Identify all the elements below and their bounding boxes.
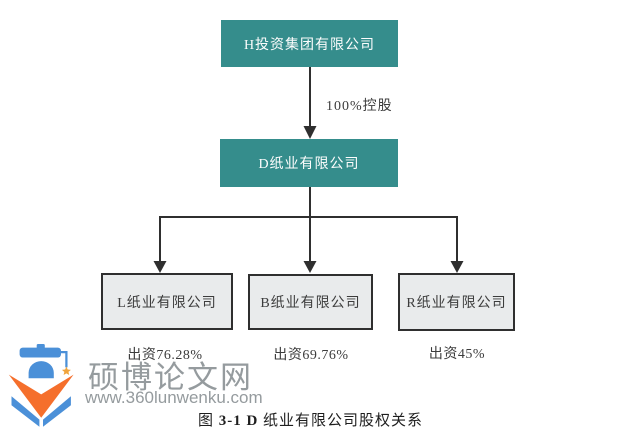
node-child-r-label: R纸业有限公司 <box>406 296 507 311</box>
site-watermark: 硕博论文网 www.360lunwenku.com <box>0 340 340 436</box>
book-pages-right-shape <box>43 396 71 427</box>
node-child-company-b: B纸业有限公司 <box>248 274 373 330</box>
stake-label-r: 出资45% <box>428 347 486 362</box>
stake-label-b: 出资69.76% <box>273 348 349 363</box>
node-child-b-label: B纸业有限公司 <box>260 296 361 311</box>
stake-label-l: 出资76.28% <box>127 348 203 363</box>
figure-caption: 图 3-1 D 纸业有限公司股权关系 <box>0 409 621 430</box>
watermark-site-name: 硕博论文网 <box>88 360 253 395</box>
node-child-l-label: L纸业有限公司 <box>117 295 217 311</box>
caption-figure-number: 3-1 D <box>218 413 259 429</box>
open-book-wings-shape <box>8 374 74 418</box>
scholar-head-shape <box>28 361 54 379</box>
edge-ownership-label: 100%控股 <box>326 99 393 114</box>
tassel-cord-shape <box>59 350 68 368</box>
arrowhead-down-icon <box>303 261 317 273</box>
caption-title: 纸业有限公司股权关系 <box>258 413 424 429</box>
edge-subsidiary-to-children <box>153 187 464 273</box>
caption-prefix: 图 <box>197 413 219 429</box>
edge-root-to-subsidiary <box>303 67 317 139</box>
arrowhead-down-icon <box>450 261 464 273</box>
node-root-label: H投资集团有限公司 <box>243 37 376 53</box>
tassel-star-icon <box>61 366 71 376</box>
book-pages-left-shape <box>11 396 40 427</box>
node-child-company-r: R纸业有限公司 <box>398 273 515 331</box>
node-subsidiary-company: D纸业有限公司 <box>220 139 398 187</box>
arrowhead-down-icon <box>303 126 317 139</box>
node-child-company-l: L纸业有限公司 <box>101 273 233 330</box>
node-root-company: H投资集团有限公司 <box>221 20 398 67</box>
node-subsidiary-label: D纸业有限公司 <box>258 157 360 172</box>
watermark-url: www.360lunwenku.com <box>85 388 263 407</box>
arrowhead-down-icon <box>153 261 167 273</box>
mortarboard-shape <box>19 347 62 358</box>
graduation-cap-book-logo-icon <box>8 344 74 427</box>
